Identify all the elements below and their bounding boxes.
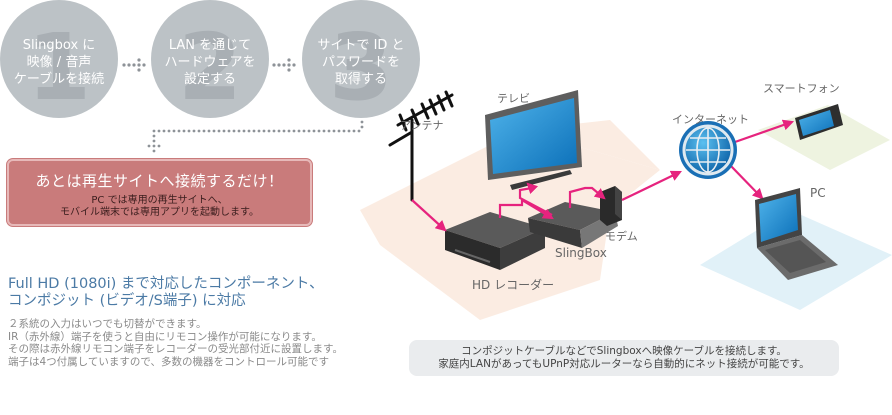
connector-dot: [212, 129, 216, 133]
connector-dot: [252, 129, 256, 133]
connector-dot: [287, 129, 291, 133]
step-line: LAN を通じて: [168, 38, 252, 53]
connector-dot: [222, 129, 226, 133]
step-line: 取得する: [334, 72, 387, 87]
step-line: パスワードを: [321, 55, 400, 70]
caption-line: コンポジットケーブルなどでSlingboxへ映像ケーブルを接続します。: [461, 345, 787, 357]
connector-dot: [182, 129, 186, 133]
step-line: Slingbox に: [22, 38, 96, 53]
connector-dot: [237, 129, 241, 133]
hint-subtext: PC では専用の再生サイトへ、 モバイル端末では専用アプリを起動します。: [9, 195, 310, 219]
label-slingbox: SlingBox: [555, 246, 607, 260]
connector-dot: [247, 129, 251, 133]
connector-dot: [257, 129, 261, 133]
connector-dot: [162, 129, 166, 133]
step-line: 設定する: [183, 72, 236, 87]
connector-dot: [332, 129, 336, 133]
step-number: 1: [26, 14, 91, 118]
connector-dot: [217, 129, 221, 133]
connector-dot: [227, 129, 231, 133]
connector-dot: [312, 129, 316, 133]
connector-dot: [262, 129, 266, 133]
feature-body-line: IR（赤外線）端子を使うと自由にリモコン操作が可能になります。: [8, 330, 322, 343]
hint-title: あとは再生サイトへ接続するだけ！: [35, 172, 284, 190]
label-recorder: HD レコーダー: [472, 278, 555, 292]
connector-dot: [152, 129, 156, 133]
connector-dot: [282, 129, 286, 133]
tv-icon: [485, 90, 582, 190]
step-line: ケーブルを接続: [13, 72, 105, 87]
connector-dot: [322, 129, 326, 133]
step-text: Slingbox に 映像 / 音声 ケーブルを接続: [0, 37, 118, 88]
caption-line: 家庭内LANがあってもUPnP対応ルーターなら自動的にネット接続が可能です。: [438, 358, 810, 370]
connector-dot: [232, 129, 236, 133]
step-text: サイトで ID と パスワードを 取得する: [302, 37, 420, 88]
connector-dot: [177, 129, 181, 133]
connector-dot: [192, 129, 196, 133]
network-diagram: [360, 90, 892, 320]
step-line: ハードウェアを: [164, 55, 256, 70]
connector-dot: [172, 129, 176, 133]
connector-dot: [197, 129, 201, 133]
label-smartphone: スマートフォン: [763, 82, 840, 95]
connector-dot: [272, 129, 276, 133]
step-1-circle: 1 Slingbox に 映像 / 音声 ケーブルを接続: [0, 0, 118, 118]
internet-globe-icon: [679, 121, 737, 179]
feature-body: ２系統の入力はいつでも切替ができます。 IR（赤外線）端子を使うと自由にリモコン…: [8, 318, 343, 368]
connector-dot: [207, 129, 211, 133]
label-antenna: アンテナ: [400, 119, 444, 132]
connector-dot: [327, 129, 331, 133]
antenna-icon: [388, 90, 454, 202]
step-2-circle: 2 LAN を通じて ハードウェアを 設定する: [151, 0, 269, 118]
connector-dot: [357, 129, 361, 133]
connector-dot: [342, 129, 346, 133]
step-line: サイトで ID と: [317, 38, 405, 53]
smartphone-icon: [795, 104, 843, 140]
dotted-connector-icon: [147, 120, 364, 153]
connector-dot: [317, 129, 321, 133]
label-pc: PC: [810, 186, 826, 200]
connector-dot: [352, 129, 356, 133]
feature-title-line: Full HD (1080i) まで対応したコンポーネント、: [8, 276, 324, 292]
dotted-arrow-right-icon: [122, 58, 146, 72]
connector-dot: [337, 129, 341, 133]
hint-line: モバイル端末では専用アプリを起動します。: [60, 207, 259, 218]
connector-dot: [307, 129, 311, 133]
connector-dot: [267, 129, 271, 133]
connector-dot: [297, 129, 301, 133]
laptop-pc-icon: [755, 188, 838, 280]
connector-dot: [242, 129, 246, 133]
connector-dot: [157, 129, 161, 133]
label-internet: インターネット: [672, 113, 749, 126]
step-number: 3: [328, 14, 393, 118]
connector-dot: [167, 129, 171, 133]
connector-dot: [277, 129, 281, 133]
feature-body-line: ２系統の入力はいつでも切替ができます。: [8, 318, 207, 330]
step-3-circle: 3 サイトで ID と パスワードを 取得する: [302, 0, 420, 118]
label-modem: モデム: [605, 230, 638, 243]
connector-dot: [347, 129, 351, 133]
dotted-arrow-right-icon: [272, 58, 296, 72]
step-text: LAN を通じて ハードウェアを 設定する: [151, 37, 269, 88]
feature-body-line: その際は赤外線リモコン端子をレコーダーの受光部付近に設置します。: [8, 343, 343, 355]
hint-line: PC では専用の再生サイトへ、: [91, 195, 228, 206]
connector-dot: [202, 129, 206, 133]
cables: [411, 119, 795, 232]
connector-dot: [302, 129, 306, 133]
hd-recorder-icon: [445, 212, 545, 270]
caption-box: コンポジットケーブルなどでSlingboxへ映像ケーブルを接続します。 家庭内L…: [409, 340, 839, 376]
connector-dot: [187, 129, 191, 133]
feature-title-line: コンポジット (ビデオ/S端子) に対応: [8, 293, 246, 309]
step-number: 2: [177, 14, 242, 118]
feature-body-line: 端子は4つ付属していますので、多数の機器をコントロール可能です: [8, 355, 329, 368]
connector-dot: [292, 129, 296, 133]
label-tv: テレビ: [497, 92, 530, 105]
step-line: 映像 / 音声: [26, 55, 92, 70]
feature-title: Full HD (1080i) まで対応したコンポーネント、 コンポジット (ビ…: [8, 276, 324, 310]
hint-box: あとは再生サイトへ接続するだけ！ PC では専用の再生サイトへ、 モバイル端末で…: [7, 159, 312, 226]
modem-icon: [600, 186, 622, 226]
